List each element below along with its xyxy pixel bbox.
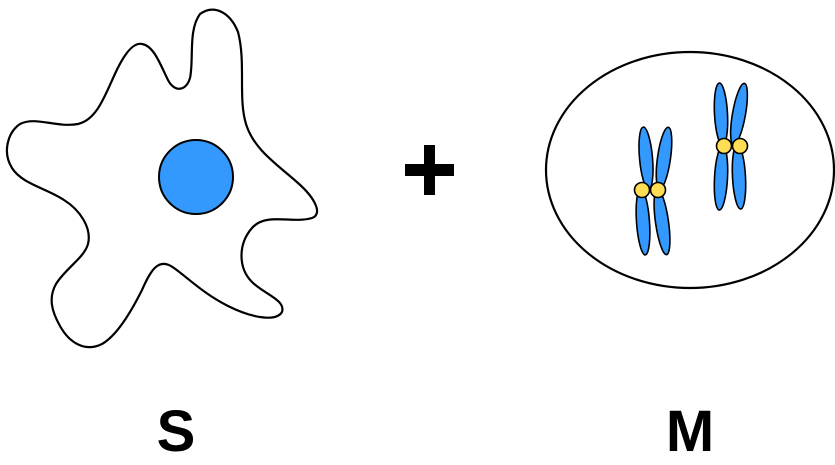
- centromere: [733, 139, 748, 154]
- m-phase-label: M: [630, 402, 750, 462]
- centromere: [717, 139, 732, 154]
- s-phase-label: S: [116, 402, 236, 462]
- m-phase-cell: [546, 52, 834, 288]
- nucleus: [159, 140, 233, 214]
- centromere: [651, 183, 666, 198]
- plus-icon: [405, 145, 454, 195]
- cell-membrane-ellipse: [546, 52, 834, 288]
- s-phase-cell: [7, 10, 317, 347]
- centromere: [635, 183, 650, 198]
